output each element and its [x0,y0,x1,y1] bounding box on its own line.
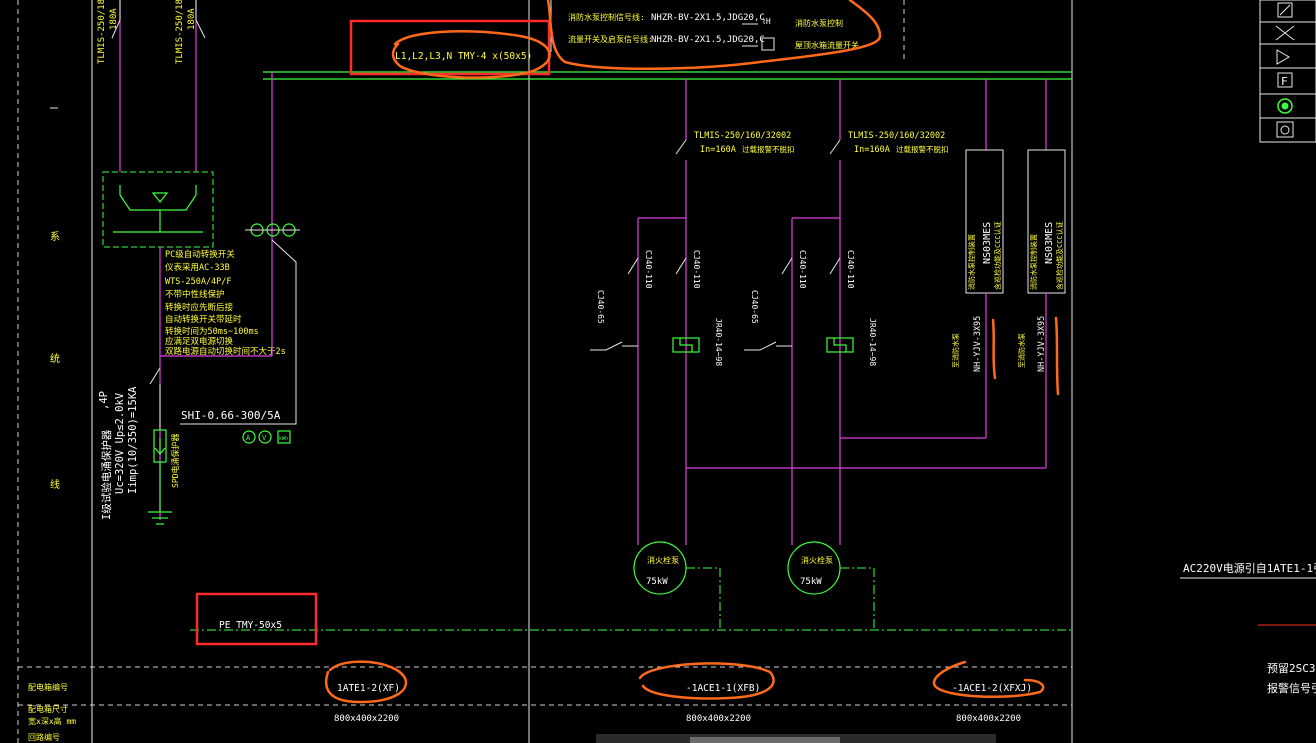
markup-annotations [195,0,1060,704]
ats-note-1: 仪表采用AC-33B [165,262,230,273]
controller-1-note-0: 消防水泵控制装置 [967,234,976,290]
panel-2-size: 800x400x2200 [686,714,751,724]
main-busbar[interactable]: L1,L2,L3,N TMY-4 x(50x5) [160,51,1072,357]
ats-note-3: 不带中性线保护 [165,289,225,300]
legend-row-2-cable: NHZR-BV-2X1.5,JDG20,C [651,35,765,45]
panel-table: 配电箱编号 配电箱尺寸 宽x深x高 mm 回路编号 1ATE1-2(XF) 80… [28,682,1032,742]
right-note-2: 报警信号引至 [1267,681,1316,695]
legend-row-1-cable: NHZR-BV-2X1.5,JDG20,C [651,13,765,23]
svg-text:F: F [1281,75,1288,88]
feeder-1-breaker-rating: In=160A [700,145,736,155]
busbar-label: L1,L2,L3,N TMY-4 x(50x5) [395,51,532,62]
ct-label: SHI-0.66-300/5A [181,409,281,422]
control-cable-1: NH-YJV-3X95 [973,316,983,372]
pe-conductor[interactable]: PE TMY-50x5 [190,620,1072,631]
ats-note-2: WTS-250A/4P/F [165,277,232,287]
control-cable-1-note: 至消防水泵 [951,333,960,368]
ats-note-4: 转换时应先断后接 [165,302,234,313]
row-label-panel-size: 配电箱尺寸 [28,704,68,714]
feeder-1-contactor-a: CJ40-110 [644,250,653,289]
feeder-1-thermal-relay: JR40-14~98 [714,318,723,366]
legend-row-1-symbol: ⌇H [762,17,771,26]
feeder-2-thermal-relay: JR40-14~98 [868,318,877,366]
controller-2-note-0: 消防水泵控制装置 [1029,234,1038,290]
panel-3-id[interactable]: -1ACE1-2(XFXJ) [952,683,1032,694]
scrollbar-thumb[interactable] [690,737,840,743]
panel-2-id[interactable]: -1ACE1-1(XFB) [686,683,760,694]
symbol-legend-strip: F [1259,0,1316,143]
spd-line-0: I级试验电涌保护器 [100,429,113,520]
incoming-breaker-1-rating: 180A [109,8,119,30]
row-label-dimensions: 宽x深x高 mm [28,716,76,726]
controller-2-note-1: 含巡检功能及CCC认证 [1055,221,1064,290]
spd-line-3: ,4P [98,391,110,410]
spd-line-2: Iimp(10/350)=15KA [127,386,139,494]
legend-row-2-name: 屋顶水箱流量开关 [795,40,859,50]
pump-controllers[interactable]: NS03MES 消防水泵控制装置 含巡检功能及CCC认证 NS03MES 消防水… [686,79,1066,469]
feeder-2[interactable]: TLMIS-250/160/32002 In=160A 过载报警不脱扣 CJ40… [744,79,949,630]
feeder-1-aux-breaker: CJ40-65 [596,290,605,324]
feeder-2-contactor-a: CJ40-110 [798,250,807,289]
ats-note-8: 双路电源自动切换时间不大于2s [165,346,286,357]
panel-3-size: 800x400x2200 [956,714,1021,724]
feeder-1-contactor-b: CJ40-110 [692,250,701,289]
ats-note-7: 应满足双电源切换 [165,336,234,347]
row-label-panel-id: 配电箱编号 [28,682,68,692]
incoming-breaker-1-model: TLMIS-250/180/ [97,0,107,64]
legend-row-1-desc: 消防水泵控制信号线: [568,12,645,22]
feeder-2-breaker-rating: In=160A [854,145,890,155]
surge-protector[interactable]: SPD电涌保护器 I级试验电涌保护器 Uc=320V Up≤2.0kV Iimp… [98,367,180,525]
motor-2-name: 消火栓泵 [801,555,833,565]
current-transformers[interactable]: SHI-0.66-300/5A [180,223,300,425]
control-cable-2: NH-YJV-3X95 [1037,316,1047,372]
right-notes: AC220V电源引自1ATE1-1引来 预留2SC32 报警信号引至 [1180,561,1316,695]
panel-1-id[interactable]: 1ATE1-2(XF) [337,683,400,694]
control-cable-2-note: 至消防水泵 [1017,333,1026,368]
meter-energy: kWh [279,436,288,442]
meters: A V kWh [242,430,291,444]
ats-note-0: PC级自动转换开关 [165,249,235,260]
pe-label: PE TMY-50x5 [219,620,282,631]
signal-legend: 消防水泵控制信号线: NHZR-BV-2X1.5,JDG20,C ⌇H 消防水泵… [550,0,859,52]
row-label-circuit: 回路编号 [28,732,60,742]
incoming-breaker-2-rating: 180A [187,8,197,30]
meter-ammeter: A [246,434,251,442]
controller-1-note-1: 含巡检功能及CCC认证 [993,221,1002,290]
incoming-breakers[interactable]: TLMIS-250/180/ 180A TLMIS-250/180/ 180A [97,0,206,172]
panel-1-size: 800x400x2200 [334,714,399,724]
legend-row-2-desc: 流量开关及启泵信号线: [568,34,653,44]
feeder-2-breaker-model: TLMIS-250/160/32002 [848,131,945,141]
spd-device-label: SPD电涌保护器 [170,434,180,488]
left-margin-labels: 系 统 线 [50,107,60,491]
motor-1-power: 75kW [646,577,668,587]
margin-label-3: 线 [50,478,60,491]
feeder-1-breaker-note: 过载报警不脱扣 [742,144,795,154]
feeder-1[interactable]: TLMIS-250/160/32002 In=160A 过载报警不脱扣 CJ40… [590,79,795,630]
right-note-1: 预留2SC32 [1267,662,1316,675]
motor-1-name: 消火栓泵 [647,555,679,565]
ats-note-5: 自动转换开关带延时 [165,314,242,325]
feeder-2-contactor-b: CJ40-110 [846,250,855,289]
feeder-2-aux-breaker: CJ40-65 [750,290,759,324]
ats-note-6: 转换时间为50ms~100ms [165,326,259,337]
meter-voltmeter: V [262,434,267,442]
feeder-2-breaker-note: 过载报警不脱扣 [896,144,949,154]
margin-label-1: 系 [50,231,60,243]
motor-2-power: 75kW [800,577,822,587]
ats-notes: PC级自动转换开关 仪表采用AC-33B WTS-250A/4P/F 不带中性线… [165,249,286,357]
incoming-breaker-2-model: TLMIS-250/180/ [175,0,185,64]
drawing-frame [17,0,1073,743]
horizontal-scrollbar[interactable] [596,734,996,743]
spd-line-1: Uc=320V Up≤2.0kV [114,392,126,494]
feeder-1-breaker-model: TLMIS-250/160/32002 [694,131,791,141]
legend-row-1-name: 消防水泵控制 [795,18,843,28]
controller-1-model: NS03MES [982,222,993,264]
controller-2-model: NS03MES [1044,222,1055,264]
margin-label-2: 统 [50,352,60,365]
right-note-0: AC220V电源引自1ATE1-1引来 [1183,561,1316,575]
